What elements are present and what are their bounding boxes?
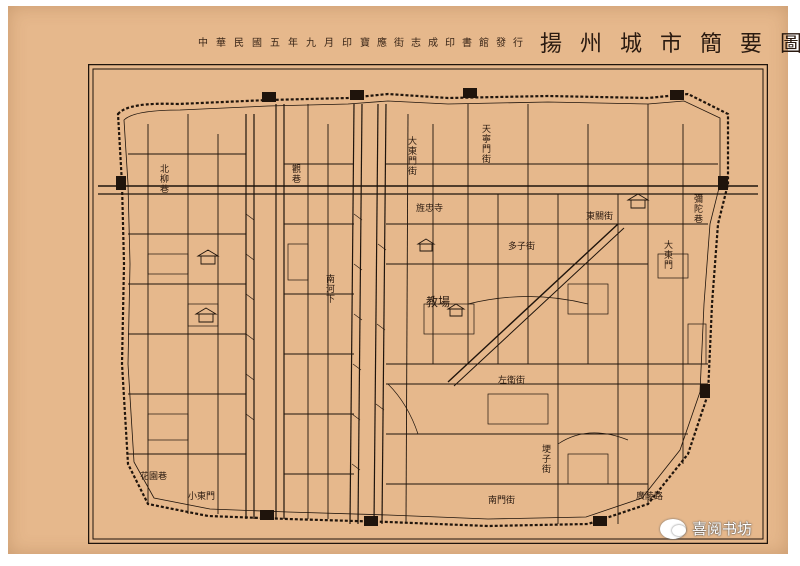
inner-frame [92,68,764,540]
label-right-market: 大東門 [662,240,672,270]
label-bazaar: 教場 [426,295,451,309]
label-small-map: 小東門 [188,492,216,502]
label-mid-street: 多子街 [508,242,536,252]
watermark-text: 喜阅书坊 [692,520,753,538]
label-north-gate: 天寧門街 [480,124,490,164]
label-northwest: 北柳巷 [158,164,168,194]
watermark: 喜阅书坊 [660,518,752,539]
canal-hatch [245,213,387,471]
label-lower-mid: 埂子街 [540,444,550,474]
label-center-north: 旌忠寺 [416,204,444,214]
label-right-street: 東關街 [586,212,614,222]
canals [245,103,387,525]
label-left-street: 南河下 [324,274,334,304]
label-lower-street: 左衛街 [498,376,526,386]
label-east-lane: 彌陀巷 [692,194,702,224]
label-left-lane: 觀巷 [290,164,300,184]
map-title: 揚州城市簡要圖 [540,32,800,57]
wechat-icon [660,518,686,539]
label-southwest: 花園巷 [140,472,168,482]
print-date: 中華民國五年九月印 [198,38,360,49]
street-grid [128,104,718,524]
temple-icons [194,193,650,323]
blocks [147,243,707,485]
gate-towers [116,88,728,526]
publisher-line: 寶應街志成印書館發行 [360,38,530,49]
city-wall [116,92,730,528]
diagonal-road [447,223,619,383]
label-south-road: 廣陵路 [636,492,664,502]
map-drawing [88,64,768,544]
label-south-row: 南門街 [488,496,516,506]
label-top-center: 大東門街 [406,136,416,176]
map-sheet: 揚州城市簡要圖 寶應街志成印書館發行 中華民國五年九月印 [8,6,800,554]
city-map: 大東門街 教場 南河下 觀巷 東關街 大東門 左衛街 埂子街 天寧門街 花園巷 … [88,64,768,544]
